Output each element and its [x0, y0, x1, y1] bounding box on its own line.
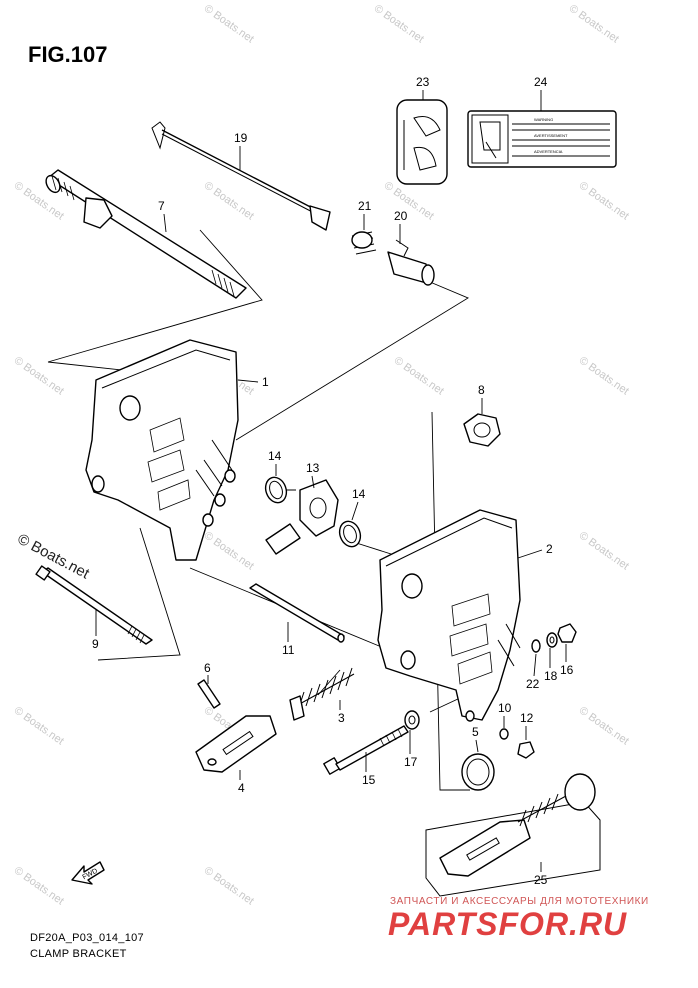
part-24-decal: WARNING AVERTISSEMENT ADVERTENCIA [467, 110, 617, 168]
callout-17: 17 [404, 755, 418, 769]
part-21-spring [351, 231, 377, 255]
callout-14: 14 [268, 449, 282, 463]
callout-2: 2 [546, 542, 553, 556]
callout-6: 6 [204, 661, 211, 675]
callout-numbers: 1 2 3 4 5 6 7 8 9 10 11 12 13 1 [92, 75, 574, 887]
callout-1: 1 [262, 375, 269, 389]
callout-9: 9 [92, 637, 99, 651]
callout-12: 12 [520, 711, 534, 725]
brand-logo: PARTSFOR.RU [388, 906, 628, 942]
callout-25: 25 [534, 873, 548, 887]
decal-warning-text: WARNING [534, 117, 553, 122]
callout-8: 8 [478, 383, 485, 397]
part-14-bushing [338, 520, 362, 548]
callout-7: 7 [158, 199, 165, 213]
part-22-washer [531, 639, 541, 653]
part-17-washer [404, 710, 420, 730]
part-4-plate [195, 715, 277, 773]
callout-21: 21 [358, 199, 372, 213]
part-11-pin [249, 583, 345, 643]
callout-20: 20 [394, 209, 408, 223]
callout-13: 13 [306, 461, 320, 475]
callout-5: 5 [472, 725, 479, 739]
part-10-washer [499, 728, 509, 740]
decal-caution-text: ADVERTENCIA [534, 149, 563, 154]
part-12-nut [517, 741, 535, 759]
diagram-code: DF20A_P03_014_107 [30, 932, 144, 944]
part-25-assembly [425, 773, 601, 897]
part-18-washer [546, 632, 558, 648]
callout-19: 19 [234, 131, 248, 145]
callout-23: 23 [416, 75, 430, 89]
part-15-bolt [323, 725, 409, 775]
fwd-arrow-icon: FWD [71, 861, 105, 885]
callout-18: 18 [544, 669, 558, 683]
callout-3: 3 [338, 711, 345, 725]
brand-subtitle: ЗАПЧАСТИ И АКСЕССУАРЫ ДЛЯ МОТОТЕХНИКИ [390, 896, 649, 907]
callout-22: 22 [526, 677, 540, 691]
part-7-tube [45, 169, 247, 299]
figure-title: FIG.107 [28, 42, 108, 67]
part-5-pad [461, 753, 495, 791]
callout-15: 15 [362, 773, 376, 787]
part-13-lever [265, 479, 339, 555]
part-6-pin [197, 679, 221, 709]
part-8-nut [463, 413, 501, 447]
part-19-rod [151, 121, 331, 231]
part-20-knob [387, 239, 435, 286]
callout-11: 11 [282, 643, 295, 657]
callout-24: 24 [534, 75, 548, 89]
decal-caution-text: AVERTISSEMENT [534, 133, 568, 138]
callout-4: 4 [238, 781, 245, 795]
diagram-name: CLAMP BRACKET [30, 948, 127, 960]
part-9-bolt [35, 565, 153, 645]
part-3-spring [289, 667, 355, 721]
part-23-decal [396, 99, 448, 185]
part-14-bushing [264, 476, 288, 504]
leader-lines [47, 229, 470, 791]
part-2-clamp-bracket [377, 509, 521, 722]
part-1-clamp-bracket [85, 339, 239, 561]
callout-14: 14 [352, 487, 366, 501]
part-16-nut [557, 623, 577, 643]
callout-16: 16 [560, 663, 574, 677]
callout-10: 10 [498, 701, 512, 715]
